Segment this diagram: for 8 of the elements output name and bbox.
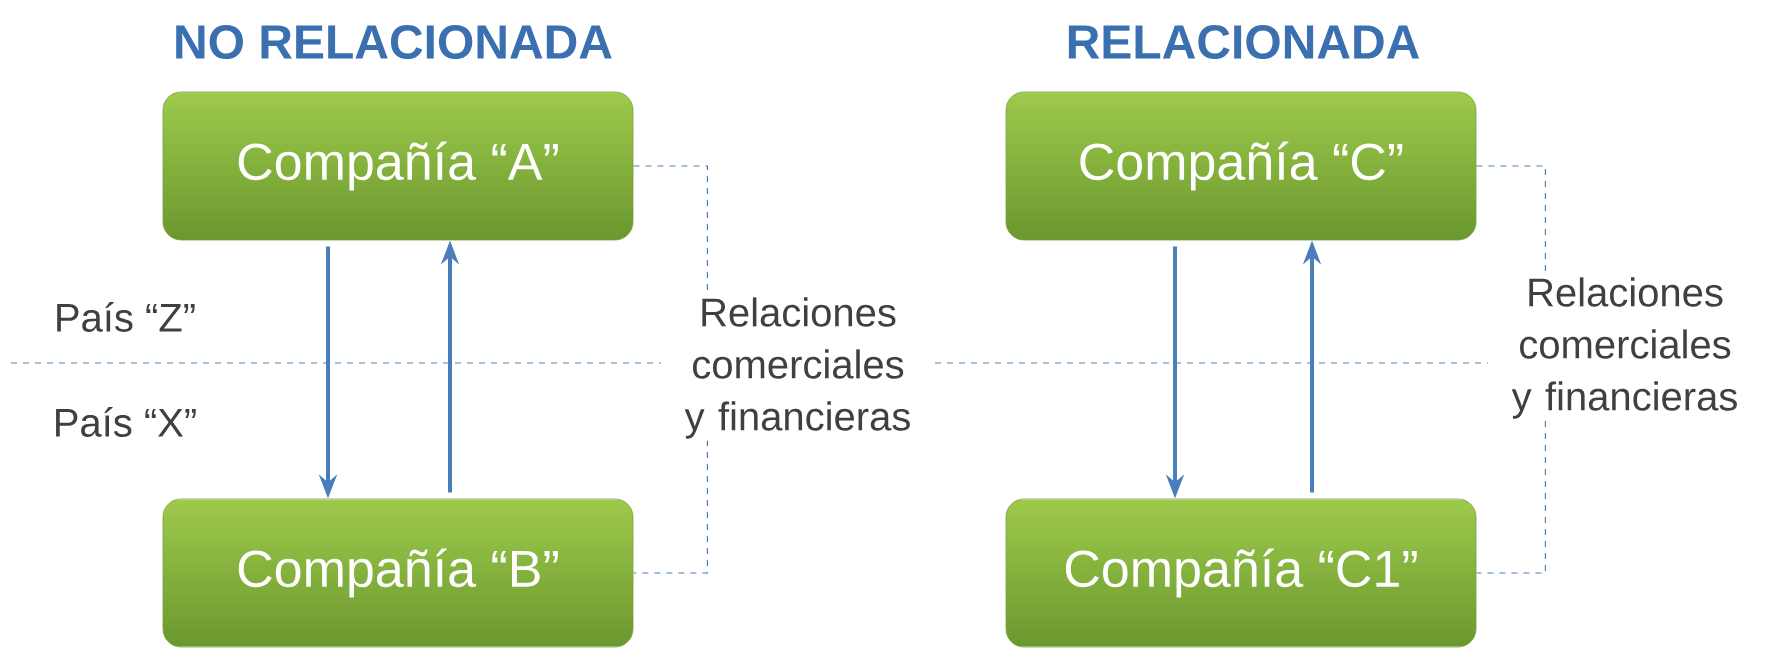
company-box: Compañía “A”	[162, 91, 634, 241]
company-box: Compañía “C1”	[1005, 498, 1477, 648]
company-box: Compañía “C”	[1005, 91, 1477, 241]
country-label: País “Z”	[57, 302, 195, 332]
edge-label: Relaciones comerciales y financieras	[661, 295, 935, 441]
country-label: País “X”	[56, 407, 196, 437]
company-box: Compañía “B”	[162, 498, 634, 648]
edge-label: Relaciones comerciales y financieras	[1488, 275, 1762, 421]
